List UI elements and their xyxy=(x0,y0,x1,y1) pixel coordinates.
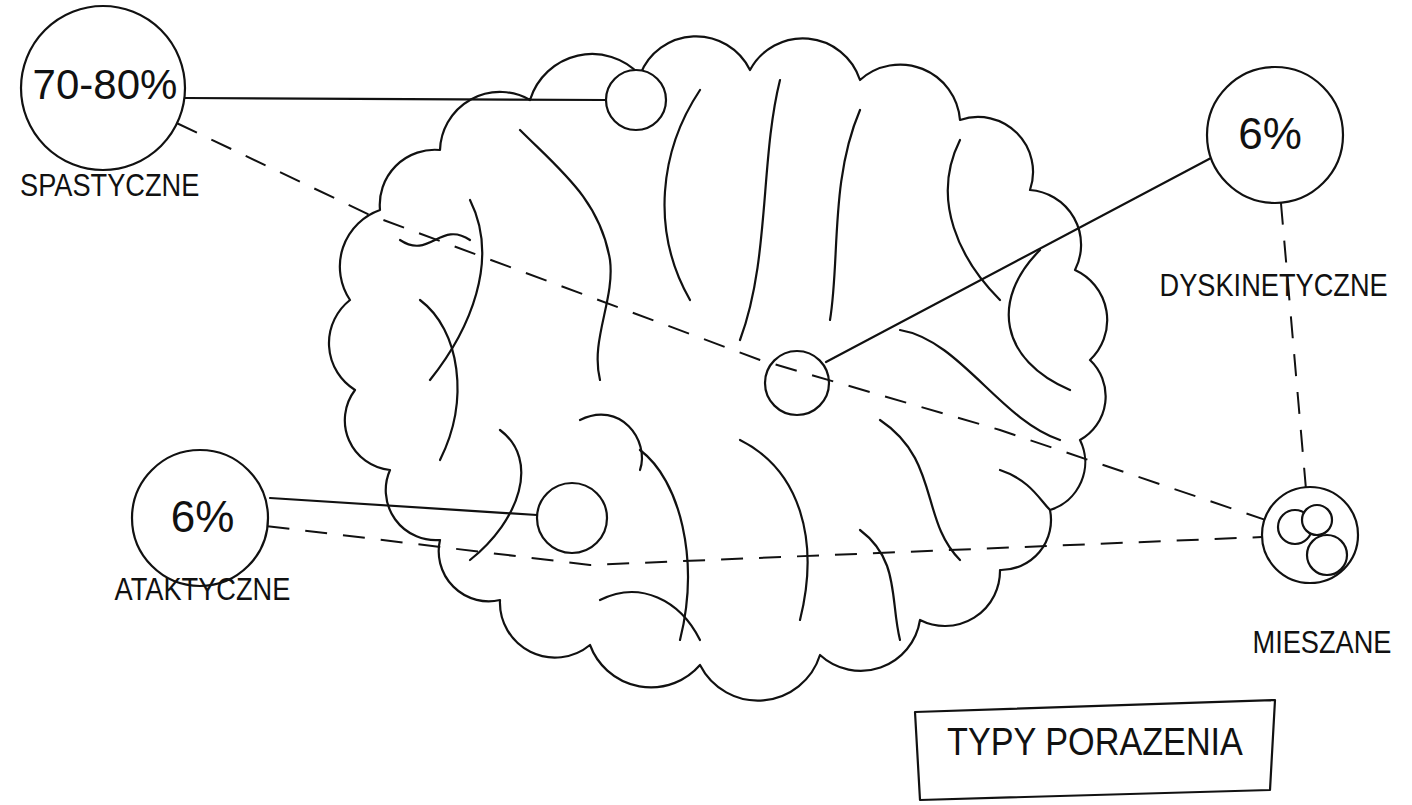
leader-line xyxy=(270,498,537,515)
diagram-title: TYPY PORAZENIA xyxy=(942,722,1248,764)
type-label: SPASTYCZNE xyxy=(20,168,190,203)
brain-gyri xyxy=(400,80,1070,640)
dashed-connector xyxy=(1281,203,1306,487)
type-label: MIESZANE xyxy=(1249,625,1395,660)
type-label: DYSKINETYCZNE xyxy=(1160,268,1381,303)
brain-spot xyxy=(765,351,829,415)
leader-line xyxy=(826,158,1211,362)
percent-value: 70-80% xyxy=(5,62,205,108)
dashed-connector xyxy=(268,526,1263,565)
type-circle: 6% DYSKINETYCZNE xyxy=(1140,64,1400,309)
type-circle: 70-80% SPASTYCZNE xyxy=(5,4,205,208)
type-circle: 6% ATAKTYCZNE xyxy=(95,430,310,612)
mixed-icon xyxy=(1302,505,1332,535)
dashed-connector xyxy=(177,123,1264,519)
type-label: ATAKTYCZNE xyxy=(111,572,294,607)
mixed-icon xyxy=(1307,535,1347,575)
leader-line xyxy=(185,98,606,100)
circle-shape xyxy=(1262,487,1358,583)
brain-spot xyxy=(537,483,607,553)
title-frame xyxy=(915,700,1275,800)
brain-spot xyxy=(606,70,666,130)
brain-outline xyxy=(329,36,1107,700)
percent-value: 6% xyxy=(1140,110,1400,158)
type-circle: MIESZANE xyxy=(1236,484,1408,664)
percent-value: 6% xyxy=(95,493,310,541)
